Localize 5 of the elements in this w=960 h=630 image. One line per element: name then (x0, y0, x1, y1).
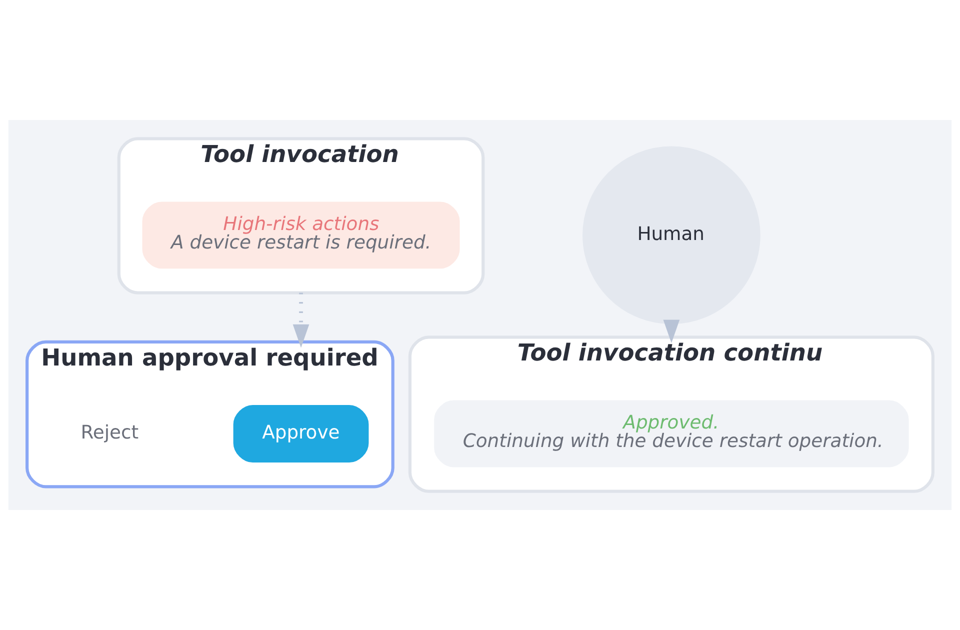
arrow (663, 320, 680, 344)
node-box: Approve (233, 404, 369, 463)
arrow (292, 292, 310, 348)
node-box: High-risk actions A device restart is required. (142, 202, 460, 269)
node-text: Reject (80, 422, 139, 444)
